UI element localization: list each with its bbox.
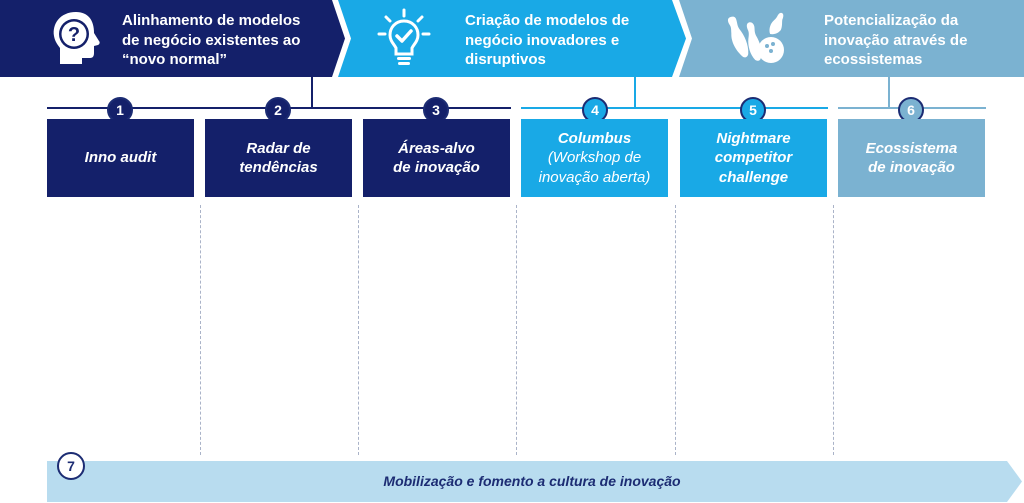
- lightbulb-check-icon: [376, 8, 432, 75]
- culture-bar-arrow-shape: [47, 461, 1022, 502]
- group-line-cyan: [521, 107, 828, 109]
- column-divider: [675, 205, 676, 455]
- svg-text:?: ?: [68, 24, 80, 46]
- step-number-badge: 4: [582, 97, 608, 123]
- connector-line: [888, 77, 890, 108]
- bowling-pins-icon: [727, 8, 791, 73]
- step-number-badge: 2: [265, 97, 291, 123]
- banner-title: Potencialização da inovação através de e…: [824, 12, 968, 68]
- head-question-icon: ?: [48, 8, 104, 73]
- connector-line: [634, 77, 636, 108]
- culture-bar-label: Mobilização e fomento a cultura de inova…: [383, 473, 681, 489]
- banner-title: Criação de modelos de negócio inovadores…: [465, 12, 630, 68]
- banner-ecosystems: Potencialização da inovação através de e…: [679, 0, 1024, 77]
- banner-arrow-shape: [338, 0, 686, 77]
- column-divider: [833, 205, 834, 455]
- banner-title: Alinhamento de modelos de negócio existe…: [122, 12, 301, 68]
- step-number-badge: 7: [57, 452, 85, 480]
- banner-business-model-alignment: ? Alinhamento de modelos de negócio exis…: [0, 0, 345, 77]
- column-divider: [358, 205, 359, 455]
- column-divider: [200, 205, 201, 455]
- step-number-badge: 5: [740, 97, 766, 123]
- step-box-inno-audit: Inno audit: [47, 119, 194, 197]
- banner-innovative-models: Criação de modelos de negócio inovadores…: [338, 0, 686, 77]
- connector-line: [311, 77, 313, 108]
- column-divider: [516, 205, 517, 455]
